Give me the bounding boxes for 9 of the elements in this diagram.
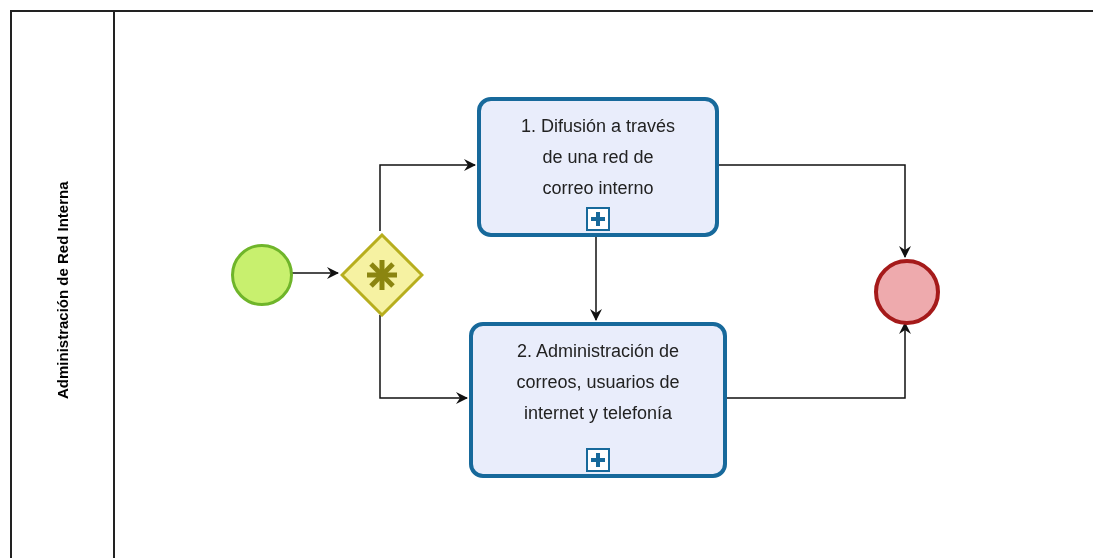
lane-heading: Administración de Red Interna	[52, 181, 72, 399]
task-label: 2. Administración de correos, usuarios de internet y telefonía	[515, 340, 681, 425]
sequence-flow-arrow	[379, 314, 468, 404]
task-label: 1. Difusión a través de una red de correo interno	[519, 115, 677, 200]
sequence-flow-arrow	[379, 159, 476, 232]
subprocess-task-box	[477, 97, 719, 237]
sequence-flow-arrow	[590, 234, 602, 321]
subprocess-task-box	[469, 322, 727, 478]
swimlane	[10, 10, 1093, 558]
